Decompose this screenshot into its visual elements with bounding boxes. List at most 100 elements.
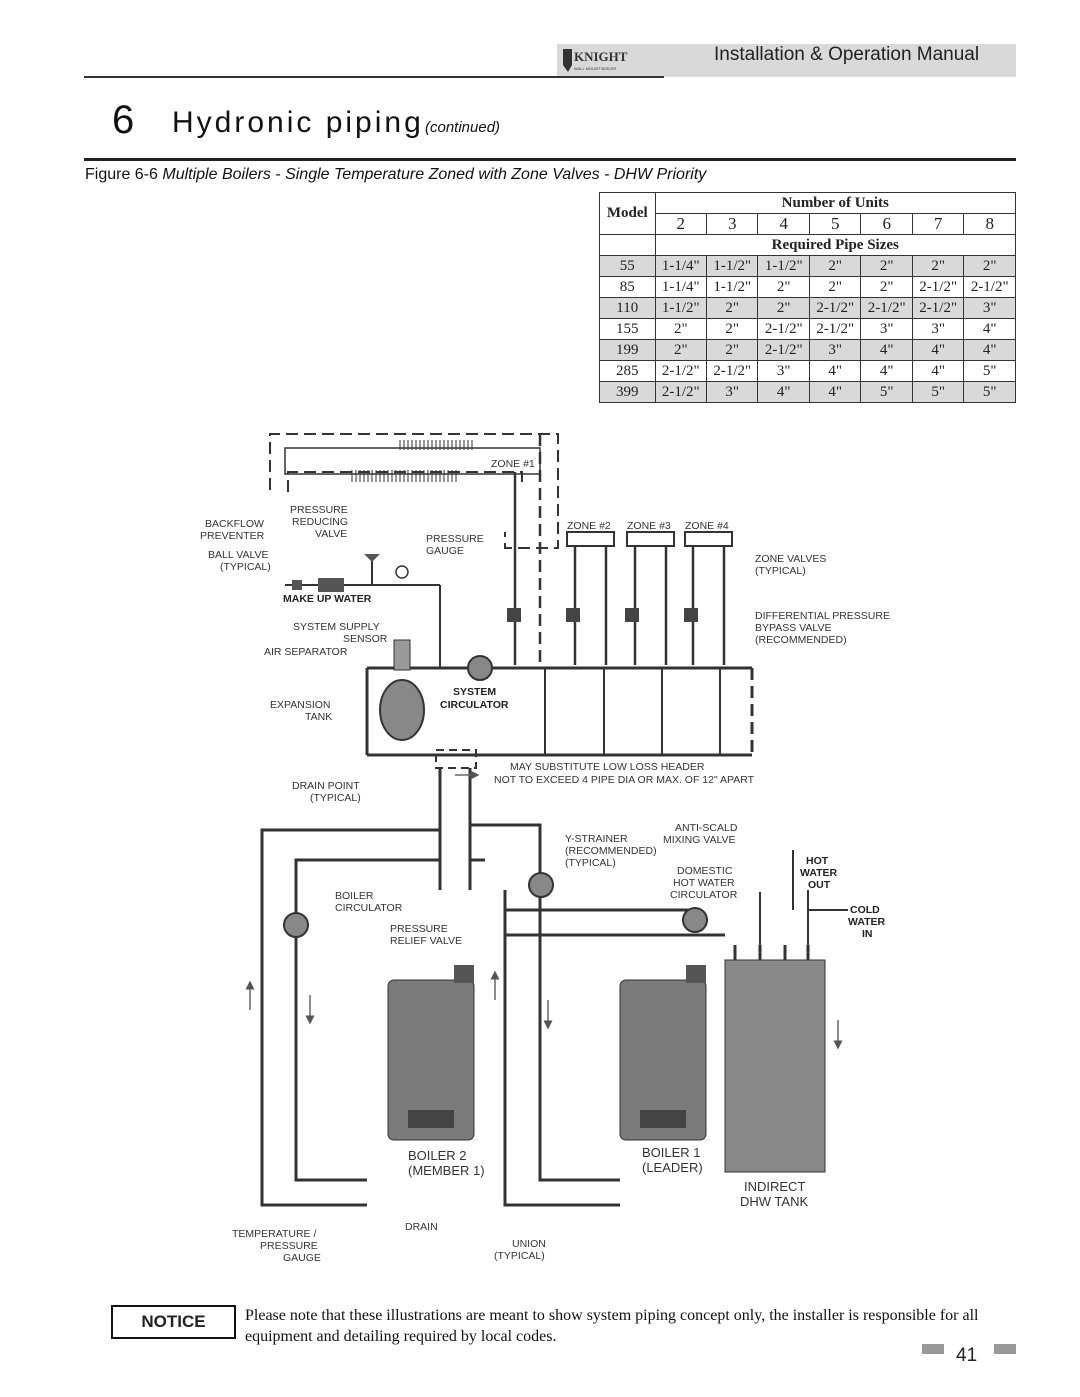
pipe-size-cell: 5"	[860, 381, 913, 403]
pipe-size-cell: 1-1/2"	[757, 255, 810, 277]
pipe-size-cell: 5"	[911, 381, 965, 403]
zone-1-label: ZONE #1	[491, 458, 535, 470]
prv-label-2: REDUCING	[292, 516, 348, 528]
page-number: 41	[956, 1345, 978, 1366]
relief-valve-label: PRESSURE	[390, 923, 448, 935]
pipe-size-cell: 2"	[654, 318, 708, 340]
header-rule	[84, 76, 664, 78]
zone-2-label: ZONE #2	[567, 520, 611, 532]
dhw-tank-label: INDIRECT	[744, 1179, 805, 1194]
boiler-2-label: BOILER 2	[408, 1148, 467, 1163]
system-circulator-label-2: CIRCULATOR	[440, 699, 509, 711]
backflow-label: BACKFLOW	[205, 518, 264, 530]
boiler-2-circulator-icon	[283, 912, 309, 938]
manual-title: Installation & Operation Manual	[714, 44, 980, 65]
pipe-size-cell: 4"	[860, 360, 913, 382]
section-rule	[84, 158, 1016, 161]
model-cell: 85	[599, 276, 656, 298]
model-cell: 285	[599, 360, 656, 382]
sss-label: SYSTEM SUPPLY	[293, 621, 380, 633]
pipe-size-cell: 2-1/2"	[860, 297, 913, 319]
pipe-size-cell: 3"	[963, 297, 1016, 319]
page-marker-left	[922, 1344, 944, 1354]
boiler-circulator-label-2: CIRCULATOR	[335, 902, 403, 914]
pipe-size-cell: 4"	[808, 360, 862, 382]
hot-water-label-2: WATER	[800, 867, 838, 879]
pipe-size-cell: 1-1/4"	[654, 255, 708, 277]
pipe-size-cell: 5"	[963, 360, 1016, 382]
notice-text: Please note that these illustrations are…	[245, 1307, 979, 1345]
boiler-1-circulator-icon	[528, 872, 554, 898]
air-separator-label: AIR SEPARATOR	[264, 646, 348, 658]
prv-label-3: VALVE	[315, 528, 347, 540]
figure-title: Multiple Boilers - Single Temperature Zo…	[162, 166, 707, 183]
pipe-size-cell: 4"	[911, 360, 965, 382]
main-headers	[365, 666, 754, 757]
model-cell: 399	[599, 381, 656, 403]
pipe-size-cell: 2"	[860, 255, 913, 277]
model-cell: 155	[599, 318, 656, 340]
pipe-size-cell: 1-1/2"	[705, 276, 759, 298]
pipe-size-cell: 3"	[911, 318, 965, 340]
drain-label: DRAIN	[405, 1221, 438, 1233]
pipe-size-cell: 3"	[860, 318, 913, 340]
dp-bypass-label-3: (RECOMMENDED)	[755, 634, 847, 646]
cold-water-label-3: IN	[862, 928, 873, 940]
makeup-line	[285, 560, 441, 668]
ball-valve-label-2: (TYPICAL)	[220, 561, 271, 573]
pressure-gauge-label: PRESSURE	[426, 533, 484, 545]
figure-label: Figure 6-6	[85, 166, 158, 183]
boiler-2	[387, 965, 475, 1141]
figure-caption: Figure 6-6 Multiple Boilers - Single Tem…	[85, 166, 706, 184]
pipe-size-cell: 2"	[860, 276, 913, 298]
system-circulator-label: SYSTEM	[453, 686, 496, 698]
boiler-1	[619, 965, 707, 1141]
pipe-size-cell: 2-1/2"	[808, 318, 862, 340]
dp-bypass-label-2: BYPASS VALVE	[755, 622, 831, 634]
pipe-size-cell: 3"	[705, 381, 759, 403]
ball-valve-label: BALL VALVE	[208, 549, 269, 561]
dhw-tank-label-2: DHW TANK	[740, 1194, 808, 1209]
y-strainer-label-2: (RECOMMENDED)	[565, 845, 657, 857]
boiler-1-label: BOILER 1	[642, 1145, 701, 1160]
air-separator-icon	[393, 639, 411, 671]
units-header: Number of Units	[654, 192, 1017, 214]
pipe-size-cell: 2"	[654, 339, 708, 361]
union-label-2: (TYPICAL)	[494, 1250, 545, 1262]
unit-header: 2	[654, 213, 708, 235]
pipe-size-cell: 2"	[757, 276, 810, 298]
pipe-size-cell: 2"	[757, 297, 810, 319]
pipe-size-cell: 2"	[808, 276, 862, 298]
model-cell: 55	[599, 255, 656, 277]
pipe-size-cell: 2-1/2"	[911, 276, 965, 298]
svg-text:WALL MOUNT BOILER: WALL MOUNT BOILER	[574, 66, 616, 71]
zone-1-loop	[269, 433, 559, 665]
pipe-size-cell: 1-1/2"	[705, 255, 759, 277]
makeup-fittings	[292, 554, 409, 592]
prv-label: PRESSURE	[290, 504, 348, 516]
pipe-size-cell: 2-1/2"	[705, 360, 759, 382]
makeup-water-label: MAKE UP WATER	[283, 593, 372, 605]
pipe-size-cell: 4"	[808, 381, 862, 403]
zone-valves-label: ZONE VALVES	[755, 553, 826, 565]
zones-2-4	[566, 531, 733, 665]
pipe-size-cell: 1-1/4"	[654, 276, 708, 298]
pipe-size-cell: 4"	[860, 339, 913, 361]
page-marker-right	[994, 1344, 1016, 1354]
notice-badge: NOTICE	[111, 1305, 236, 1339]
temp-gauge-label-3: GAUGE	[283, 1252, 321, 1264]
pipe-size-cell: 5"	[963, 381, 1016, 403]
pipe-size-cell: 4"	[911, 339, 965, 361]
hot-water-label: HOT	[806, 855, 829, 867]
sss-label-2: SENSOR	[343, 633, 388, 645]
zone-4-label: ZONE #4	[685, 520, 729, 532]
temp-gauge-label-2: PRESSURE	[260, 1240, 318, 1252]
section-title: Hydronic piping	[172, 106, 424, 139]
